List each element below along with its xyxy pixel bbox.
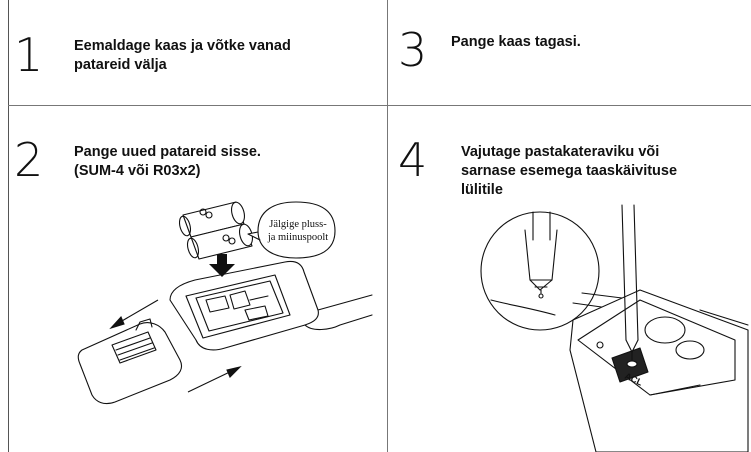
step-3-number: 3: [398, 23, 428, 77]
step-2-number: 2: [14, 133, 44, 187]
step-4-text-line1: Vajutage pastakateraviku või: [461, 144, 660, 160]
polarity-note-line2: ja miinuspoolt: [267, 232, 329, 243]
column-divider: [387, 0, 388, 452]
down-arrow-icon: [209, 254, 235, 277]
magnifier-circle: [480, 211, 600, 331]
slide-in-arrow-icon: [187, 366, 242, 393]
battery-pair-icon: [178, 201, 254, 260]
remote-compartment-icon: [169, 260, 373, 351]
step-4-text-line3: lülitile: [461, 182, 503, 198]
step-2-text-line2: (SUM-4 või R03x2): [74, 163, 201, 179]
instruction-grid: [8, 0, 751, 452]
step-1-number: 1: [14, 28, 44, 82]
slide-out-arrow-icon: [109, 299, 159, 330]
step-3-text: Pange kaas tagasi.: [451, 34, 581, 50]
polarity-note: Jälgige pluss- ja miinuspoolt: [260, 218, 336, 244]
pen-icon: [621, 204, 639, 361]
polarity-note-line1: Jälgige pluss-: [269, 219, 327, 230]
battery-lid-icon: [77, 318, 183, 405]
step-4-number: 4: [398, 133, 428, 187]
step-1-text-line2: patareid välja: [74, 57, 167, 73]
step-1-text: Eemaldage kaas ja võtke vanad patareid v…: [74, 37, 291, 75]
step-4-text: Vajutage pastakateraviku või sarnase ese…: [461, 143, 677, 200]
step-1-text-line1: Eemaldage kaas ja võtke vanad: [74, 38, 291, 54]
row-divider: [8, 105, 751, 106]
step-2-text-line1: Pange uued patareid sisse.: [74, 144, 261, 160]
device-panel-icon: [569, 289, 749, 452]
step-4-text-line2: sarnase esemega taaskäivituse: [461, 163, 678, 179]
step-2-text: Pange uued patareid sisse. (SUM-4 või R0…: [74, 143, 261, 181]
note-bubble-outline: [247, 201, 336, 259]
